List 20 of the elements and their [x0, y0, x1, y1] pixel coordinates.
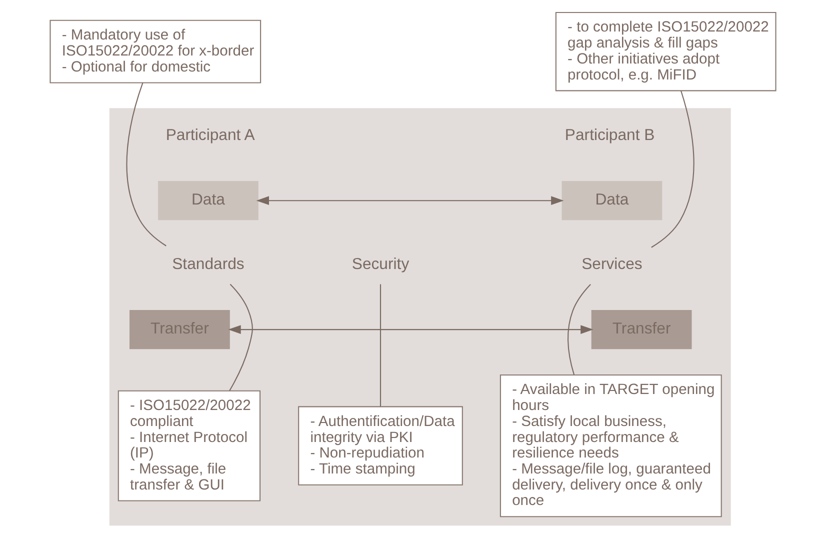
arrow: [256, 196, 564, 206]
node-text: Standards: [172, 256, 244, 273]
node-box: - Available in TARGET opening hours - Satisfy local business, regulatory performance & resilience needs - Message/file log, guaranteed delivery, delivery once & only once: [500, 374, 722, 518]
node-box: Data: [158, 181, 258, 220]
connector: [229, 284, 253, 391]
label: Participant B: [564, 126, 655, 144]
connector: [568, 284, 591, 375]
arrow: [228, 325, 594, 334]
node-box: Data: [562, 181, 662, 220]
node-box: - Authentification/Data integrity via PKI - Non-repudiation - Time stamping: [298, 406, 463, 486]
node-box: - to complete ISO15022/20022 gap analysis & fill gaps - Other initiatives adopt protocol, e.g. MiFID: [555, 12, 776, 92]
cluster: [109, 108, 731, 526]
node-text: Security: [352, 256, 410, 273]
connector: [126, 82, 166, 246]
node-box: - Mandatory use of ISO15022/20022 for x-border - Optional for domestic: [50, 20, 262, 84]
connector: [380, 284, 382, 407]
label: Participant A: [166, 126, 255, 144]
connector: [651, 90, 694, 248]
node-box: - ISO15022/20022 compliant - Internet Protocol (IP) - Message, file transfer & GUI: [118, 390, 261, 502]
node-text: Services: [582, 256, 642, 273]
